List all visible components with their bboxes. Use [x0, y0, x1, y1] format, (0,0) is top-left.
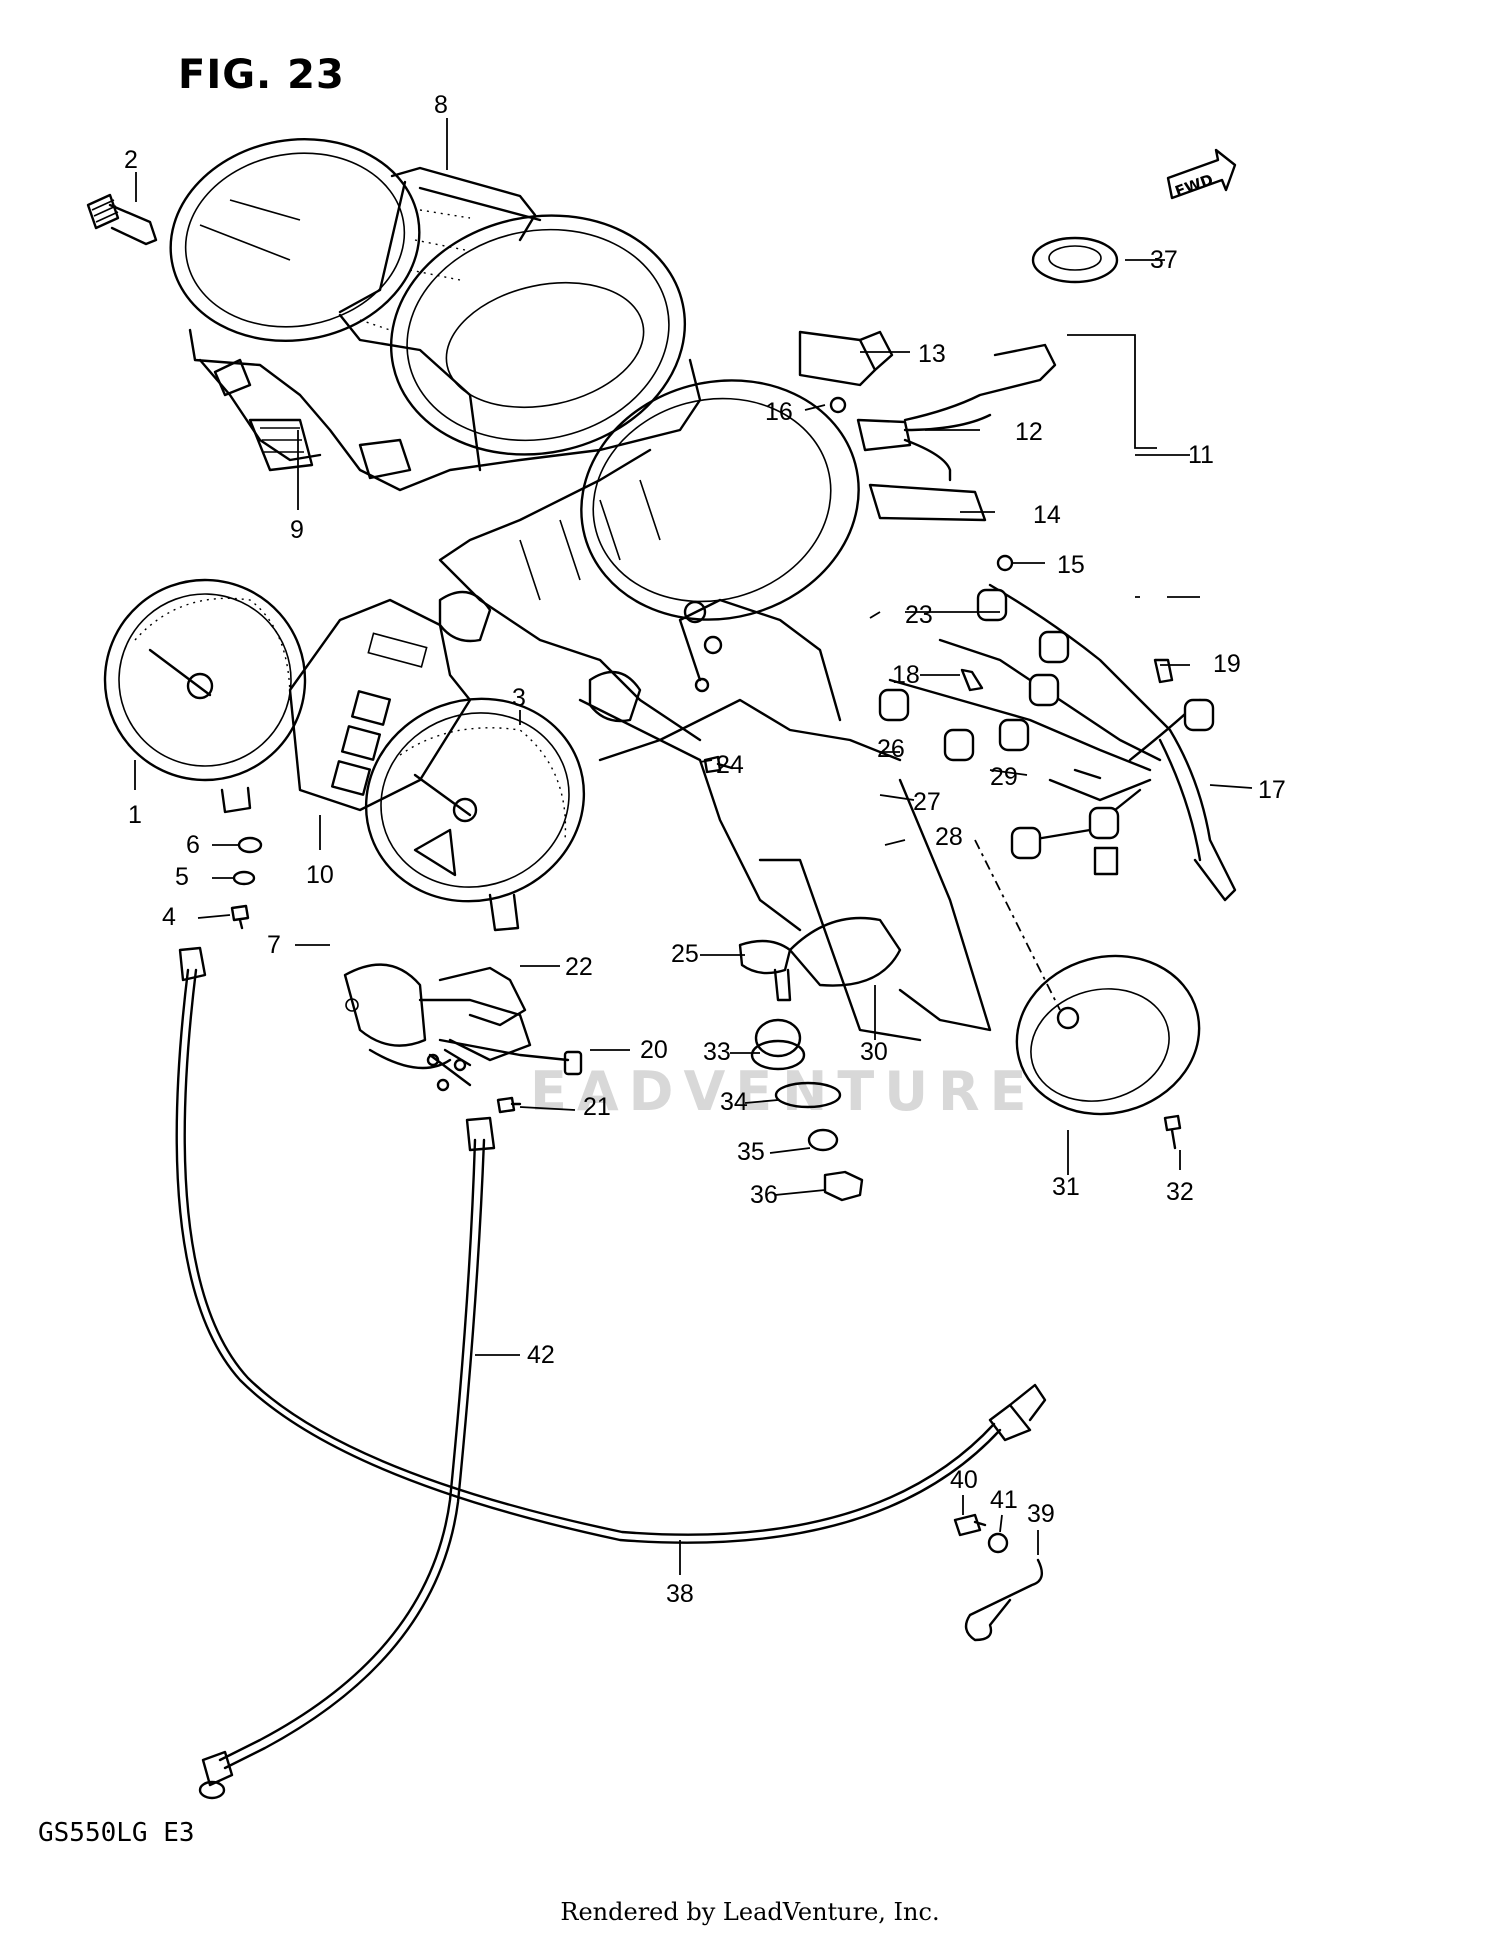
callout-23: 23 — [905, 601, 933, 629]
gauge-bracket-part — [438, 966, 527, 1027]
callout-42: 42 — [527, 1341, 555, 1369]
callout-19: 19 — [1213, 650, 1241, 678]
callout-32: 32 — [1166, 1178, 1194, 1206]
tachometer-part — [364, 697, 586, 932]
callout-37: 37 — [1150, 246, 1178, 274]
footer-credit: Rendered by LeadVenture, Inc. — [560, 1898, 940, 1926]
callout-4: 4 — [162, 903, 176, 931]
callout-labels: 2 8 9 37 13 12 11 14 16 15 23 19 18 17 2… — [124, 91, 1286, 1608]
indicator-panel-part — [288, 598, 472, 812]
callout-5: 5 — [175, 863, 189, 891]
callout-17: 17 — [1258, 776, 1286, 804]
callout-33: 33 — [703, 1038, 731, 1066]
callout-26: 26 — [877, 735, 905, 763]
callout-28: 28 — [935, 823, 963, 851]
callout-35: 35 — [737, 1138, 765, 1166]
callout-24: 24 — [716, 751, 744, 779]
screw-parts — [230, 755, 1182, 1150]
callout-15: 15 — [1057, 551, 1085, 579]
callout-22: 22 — [565, 953, 593, 981]
callout-12: 12 — [1015, 418, 1043, 446]
callout-6: 6 — [186, 831, 200, 859]
callout-40: 40 — [950, 1466, 978, 1494]
callout-34: 34 — [720, 1088, 748, 1116]
callout-10: 10 — [306, 861, 334, 889]
meter-case-lower-part — [438, 379, 992, 1042]
callout-21: 21 — [583, 1093, 611, 1121]
fwd-arrow-icon: FWD — [1166, 148, 1237, 201]
cable-fastener-parts — [953, 1513, 1044, 1642]
bulb-socket-part — [86, 193, 158, 246]
callout-2: 2 — [124, 146, 138, 174]
model-code: GS550LG E3 — [38, 1818, 195, 1848]
speedometer-part — [103, 578, 307, 814]
callout-7: 7 — [267, 931, 281, 959]
callout-25: 25 — [671, 940, 699, 968]
meter-case-part — [169, 137, 702, 492]
mounting-hardware-parts — [738, 939, 864, 1202]
callout-20: 20 — [640, 1036, 668, 1064]
callout-18: 18 — [892, 661, 920, 689]
wiring-harness-part — [878, 583, 1237, 902]
callout-3: 3 — [512, 684, 526, 712]
callout-36: 36 — [750, 1181, 778, 1209]
callout-13: 13 — [918, 340, 946, 368]
fuel-gauge-part — [343, 963, 532, 1070]
callout-30: 30 — [860, 1038, 888, 1066]
bulb-socket-set — [878, 588, 1215, 876]
leader-lines — [134, 118, 1253, 1575]
callout-16: 16 — [765, 398, 793, 426]
callout-11: 11 — [1188, 441, 1214, 469]
callout-14: 14 — [1033, 501, 1061, 529]
callout-27: 27 — [913, 788, 941, 816]
tachometer-cable-part — [198, 1116, 496, 1800]
reflector-part — [788, 916, 902, 987]
callout-38: 38 — [666, 1580, 694, 1608]
callout-41: 41 — [990, 1486, 1018, 1514]
grommet-part — [1031, 236, 1119, 284]
headlight-cover-part — [974, 839, 1201, 1116]
callout-9: 9 — [290, 516, 304, 544]
callout-1: 1 — [128, 801, 142, 829]
indicator-light-assembly-part — [798, 330, 1057, 572]
speedometer-cable-part — [175, 946, 1047, 1544]
callout-29: 29 — [990, 763, 1018, 791]
figure-title: FIG. 23 — [178, 52, 345, 98]
callout-8: 8 — [434, 91, 448, 119]
callout-39: 39 — [1027, 1500, 1055, 1528]
callout-31: 31 — [1052, 1173, 1080, 1201]
wire-lead-part — [426, 1038, 583, 1092]
